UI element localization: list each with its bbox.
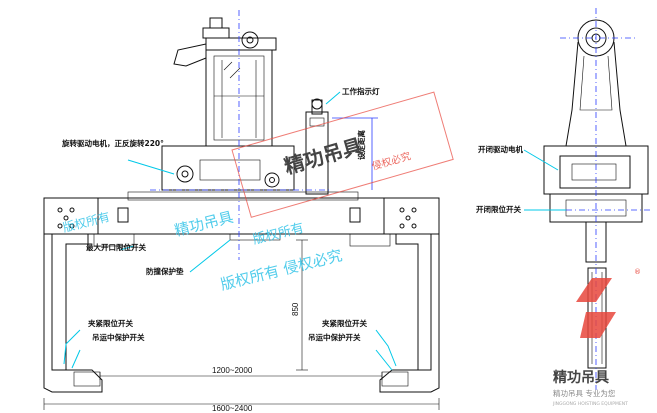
upper-pivot [241, 31, 259, 49]
label-rotate-motor: 旋转驱动电机，正反旋转220° [61, 138, 164, 148]
mast-cap [209, 17, 223, 29]
wm-brand-cyan: 精功吊具 [173, 208, 236, 240]
wm-rights-1: 版权所有 [251, 220, 305, 248]
label-open-close-motor: 开闭驱动电机 [478, 144, 523, 154]
mast-top [202, 27, 230, 39]
anti-collision-pad [229, 233, 281, 241]
callout-labels: 旋转驱动电机，正反旋转220° 工作指示灯 开闭驱动电机 开闭限位开关 最大开口… [61, 86, 523, 413]
beam-end-right [383, 197, 440, 235]
logo-tiny-text: JINGGONG HOISTING EQUIPMENT [552, 401, 628, 407]
label-open-close-limit: 开闭限位开关 [476, 204, 521, 214]
stamp-rights: 侵权必究 [370, 149, 412, 173]
right-clamp-arm [379, 234, 440, 393]
stamp-brand: 精功吊具 [281, 134, 365, 179]
wm-rights-4: 版权所有 [61, 210, 111, 235]
front-view [43, 10, 440, 410]
open-close-motor-body [571, 163, 617, 181]
light-column [305, 111, 329, 195]
label-inner-span: 1200~2000 [212, 366, 253, 375]
wm-rights-3: 版权所有 侵权必究 [219, 246, 344, 294]
left-clamp-arm [43, 234, 103, 393]
logo-mark-top [576, 278, 612, 302]
logo-mark-bottom [580, 312, 616, 338]
label-work-light: 工作指示灯 [342, 86, 380, 96]
label-height-dim: 850 [291, 302, 300, 316]
label-anti-collision: 防撞保护垫 [146, 266, 184, 276]
label-outer-span: 1600~2400 [212, 404, 253, 413]
brand-logo: ® [576, 268, 641, 338]
work-light-lamp [311, 98, 323, 110]
label-max-open-limit: 最大开口限位开关 [86, 242, 146, 252]
upper-beam [205, 37, 277, 51]
logo-sub-text: 精功吊具 专业为您 [553, 388, 616, 398]
rotate-motor-circle [176, 165, 194, 183]
label-vertical-dim: 设定距离 [356, 130, 366, 160]
rotation-base [161, 145, 295, 191]
logo-brand-text: 精功吊具 [553, 369, 609, 386]
left-arm-hook [173, 43, 207, 67]
label-transport-protect-right: 吊运中保护开关 [308, 332, 361, 342]
registered-mark: ® [634, 268, 641, 276]
label-clamp-limit-right: 夹紧限位开关 [322, 318, 367, 328]
label-transport-protect-left: 吊运中保护开关 [92, 332, 145, 342]
label-clamp-limit-left: 夹紧限位开关 [88, 318, 133, 328]
center-stamp: 精功吊具 侵权必究 [231, 91, 454, 218]
